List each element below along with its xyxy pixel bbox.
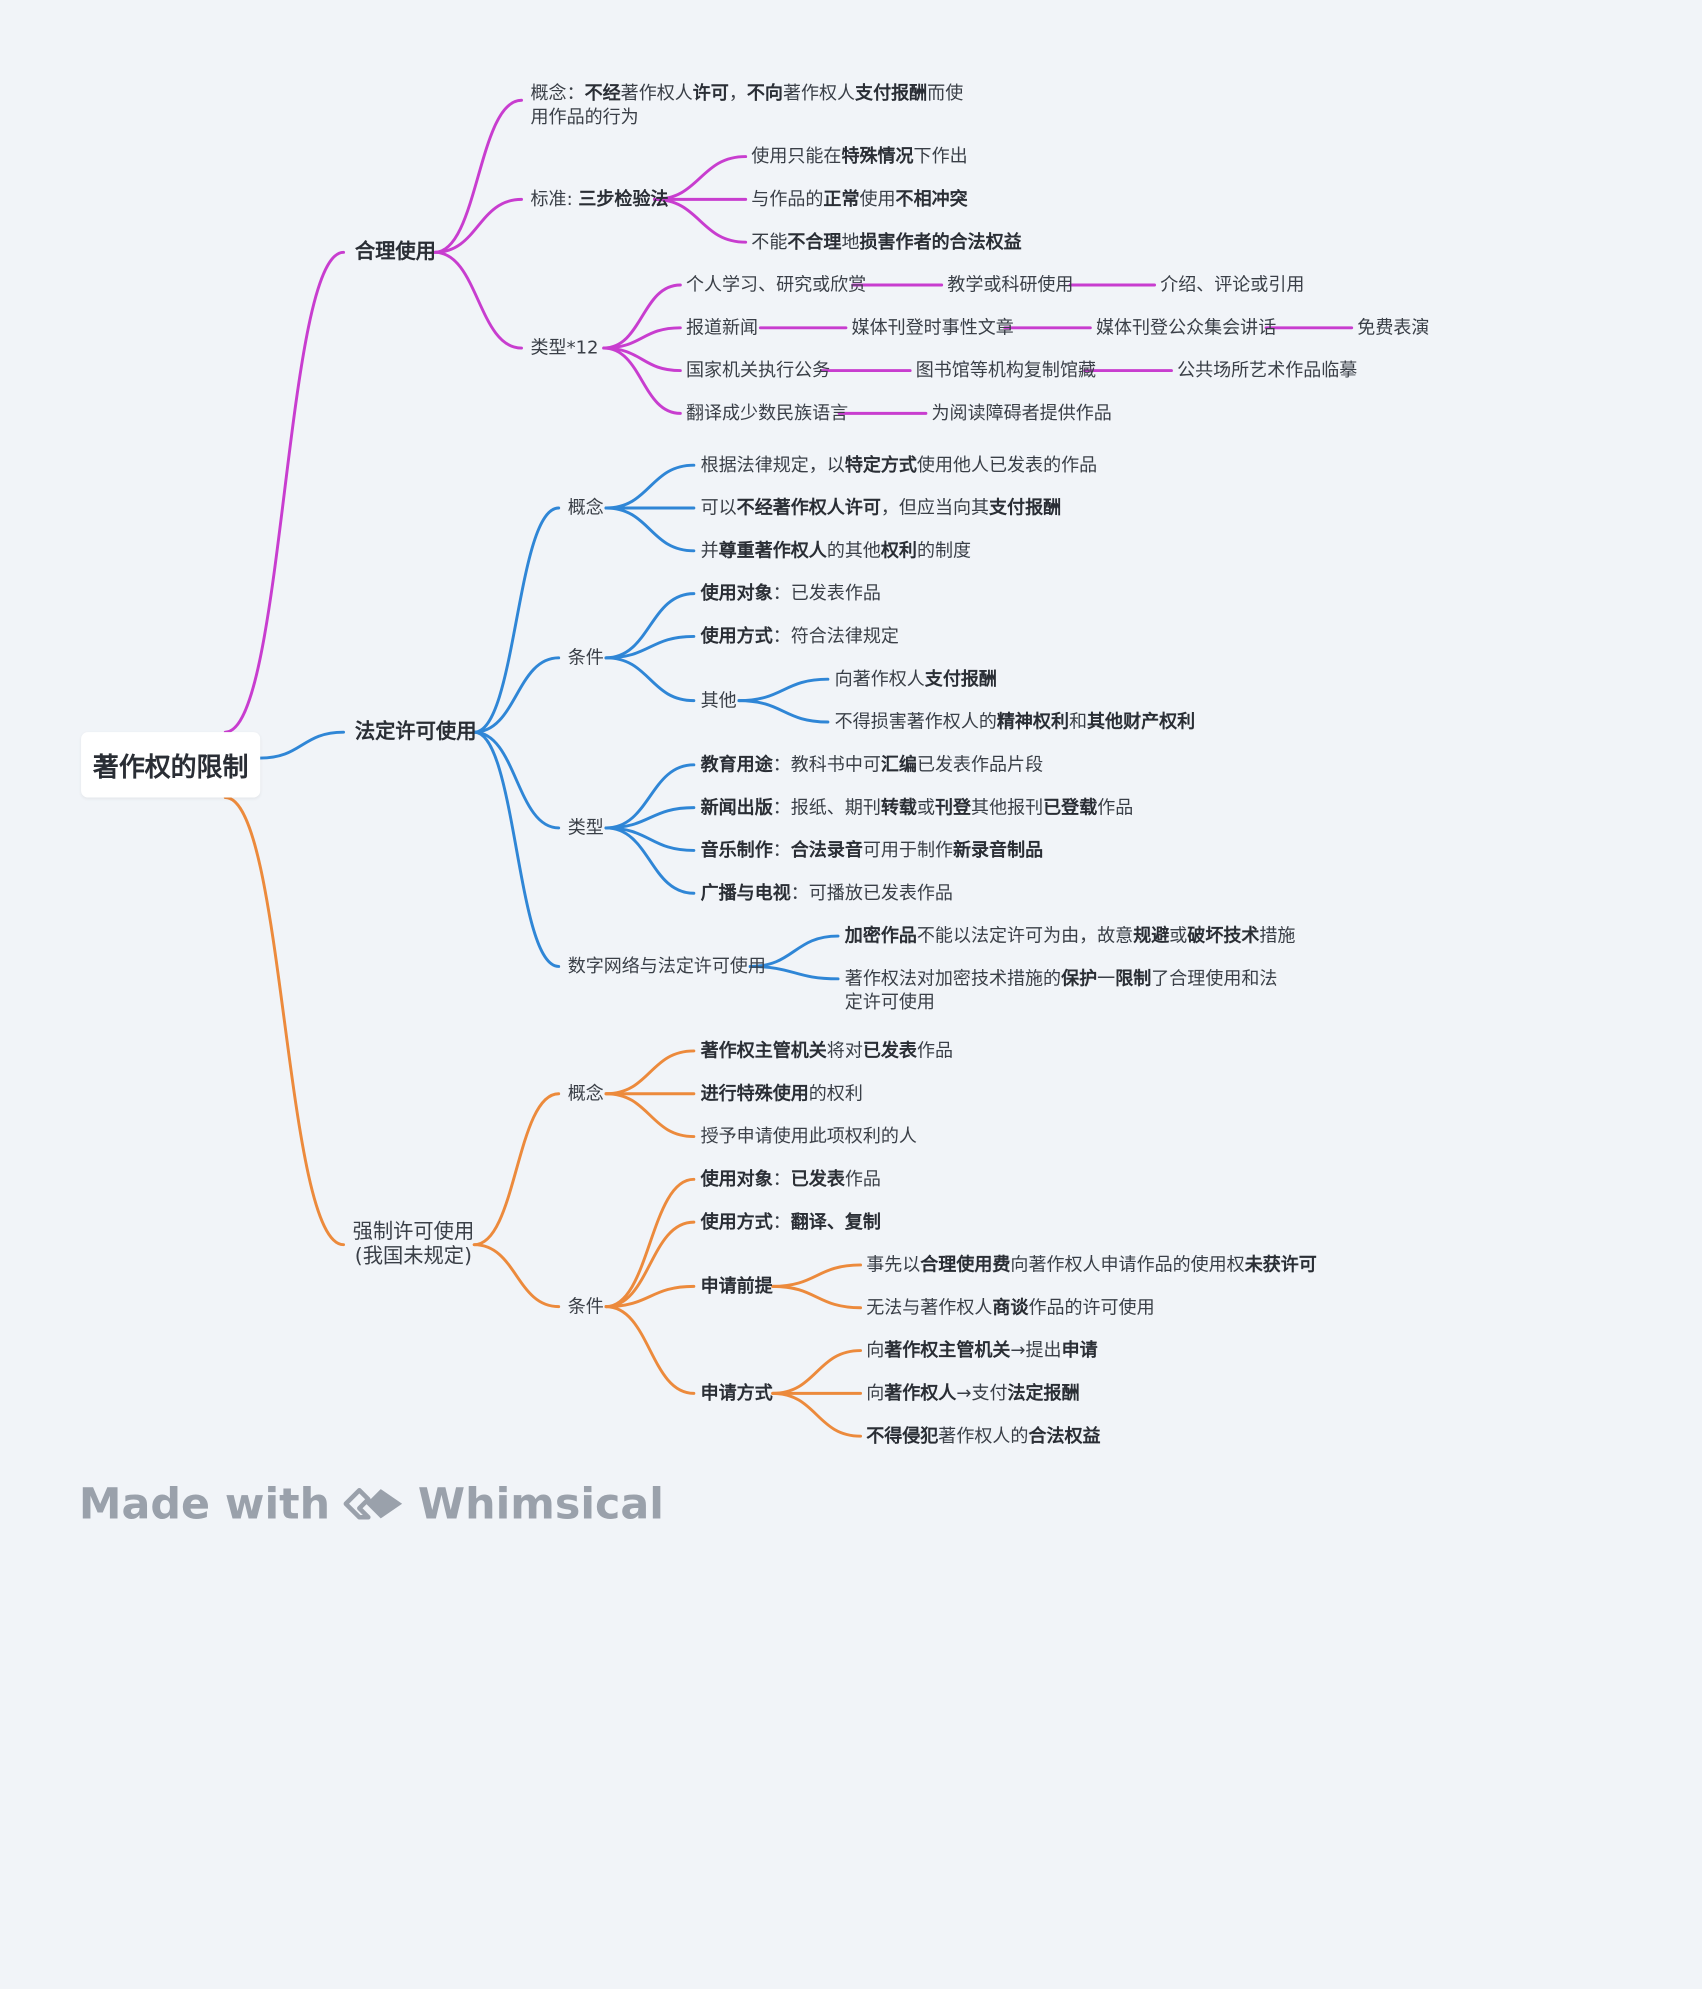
statutory-other[interactable]: 其他 [700, 689, 737, 711]
compulsory-concept[interactable]: 概念 [567, 1082, 604, 1104]
compulsory-conditions[interactable]: 条件 [567, 1295, 604, 1317]
method-item[interactable]: 向著作权人→支付法定报酬 [866, 1382, 1080, 1404]
condition-item[interactable]: 使用方式：符合法律规定 [700, 625, 899, 647]
condition-item[interactable]: 使用对象：已发表作品 [700, 582, 881, 604]
type-item[interactable]: 介绍、评论或引用 [1160, 273, 1305, 296]
fair-use-standard[interactable]: 标准: 三步检验法 [530, 188, 669, 210]
concept-item[interactable]: 可以不经著作权人许可，但应当向其支付报酬 [700, 496, 1062, 519]
compulsory-method[interactable]: 申请方式 [700, 1382, 773, 1404]
type-item[interactable]: 翻译成少数民族语言 [685, 402, 849, 424]
type-item[interactable]: 教育用途：教科书中可汇编已发表作品片段 [700, 753, 1044, 775]
method-item[interactable]: 不得侵犯著作权人的合法权益 [866, 1424, 1101, 1447]
type-item[interactable]: 新闻出版：报纸、期刊转载或刊登其他报刊已登载作品 [700, 796, 1134, 818]
type-item[interactable]: 教学或科研使用 [947, 273, 1074, 296]
type-item[interactable]: 免费表演 [1357, 316, 1430, 338]
standard-item[interactable]: 使用只能在特殊情况下作出 [751, 145, 968, 167]
premise-item[interactable]: 无法与著作权人商谈作品的许可使用 [866, 1296, 1155, 1318]
fair-use-types[interactable]: 类型*12 [530, 336, 599, 359]
other-item[interactable]: 向著作权人支付报酬 [834, 667, 997, 690]
digital-item[interactable]: 著作权法对加密技术措施的保护一限制了合理使用和法定许可使用 [844, 967, 1278, 1013]
condition-item[interactable]: 使用对象：已发表作品 [700, 1168, 881, 1190]
concept-item[interactable]: 并尊重著作权人的其他权利的制度 [700, 539, 972, 561]
branch-fair-use[interactable]: 合理使用 [354, 239, 436, 264]
concept-item[interactable]: 根据法律规定，以特定方式使用他人已发表的作品 [700, 453, 1098, 476]
type-item[interactable]: 图书馆等机构复制馆藏 [915, 359, 1097, 381]
concept-item[interactable]: 进行特殊使用的权利 [700, 1082, 863, 1104]
compulsory-label-line2: (我国未规定) [354, 1244, 472, 1269]
standard-item[interactable]: 与作品的正常使用不相冲突 [751, 188, 968, 210]
compulsory-premise[interactable]: 申请前提 [700, 1275, 773, 1297]
whimsical-logo-icon [343, 1487, 403, 1520]
type-item[interactable]: 个人学习、研究或欣赏 [685, 273, 867, 296]
type-item[interactable]: 为阅读障碍者提供作品 [931, 402, 1112, 424]
branch-statutory-license[interactable]: 法定许可使用 [354, 719, 477, 744]
statutory-concept[interactable]: 概念 [567, 496, 604, 519]
connector-lines [223, 98, 1354, 1438]
standard-item[interactable]: 不能不合理地损害作者的合法权益 [751, 230, 1022, 253]
type-item[interactable]: 广播与电视：可播放已发表作品 [700, 881, 953, 904]
type-item[interactable]: 报道新闻 [685, 316, 759, 338]
branch-compulsory-license[interactable]: 强制许可使用 (我国未规定) [353, 1220, 475, 1270]
other-item[interactable]: 不得损害著作权人的精神权利和其他财产权利 [834, 710, 1196, 733]
statutory-types[interactable]: 类型 [567, 816, 604, 839]
fair-use-concept[interactable]: 概念：不经著作权人许可，不向著作权人支付报酬而使用作品的行为 [530, 82, 964, 128]
type-item[interactable]: 公共场所艺术作品临摹 [1177, 359, 1358, 381]
type-item[interactable]: 媒体刊登时事性文章 [851, 316, 1014, 338]
root-node[interactable]: 著作权的限制 [81, 732, 261, 798]
statutory-conditions[interactable]: 条件 [567, 646, 604, 668]
condition-item[interactable]: 使用方式：翻译、复制 [700, 1210, 881, 1233]
statutory-digital[interactable]: 数字网络与法定许可使用 [567, 955, 766, 977]
method-item[interactable]: 向著作权主管机关→提出申请 [866, 1339, 1098, 1361]
premise-item[interactable]: 事先以合理使用费向著作权人申请作品的使用权未获许可 [866, 1253, 1317, 1276]
whimsical-watermark: Made with Whimsical [79, 1479, 664, 1529]
type-item[interactable]: 国家机关执行公务 [685, 359, 831, 381]
type-item[interactable]: 媒体刊登公众集会讲话 [1095, 316, 1277, 338]
made-with-label: Made with [78, 1478, 331, 1529]
compulsory-label-line1: 强制许可使用 [352, 1219, 475, 1244]
concept-item[interactable]: 著作权主管机关将对已发表作品 [700, 1039, 954, 1062]
type-item[interactable]: 音乐制作：合法录音可用于制作新录音制品 [700, 839, 1044, 861]
concept-item[interactable]: 授予申请使用此项权利的人 [700, 1125, 917, 1147]
digital-item[interactable]: 加密作品不能以法定许可为由，故意规避或破坏技术措施 [844, 924, 1296, 947]
whimsical-brand: Whimsical [417, 1478, 664, 1529]
